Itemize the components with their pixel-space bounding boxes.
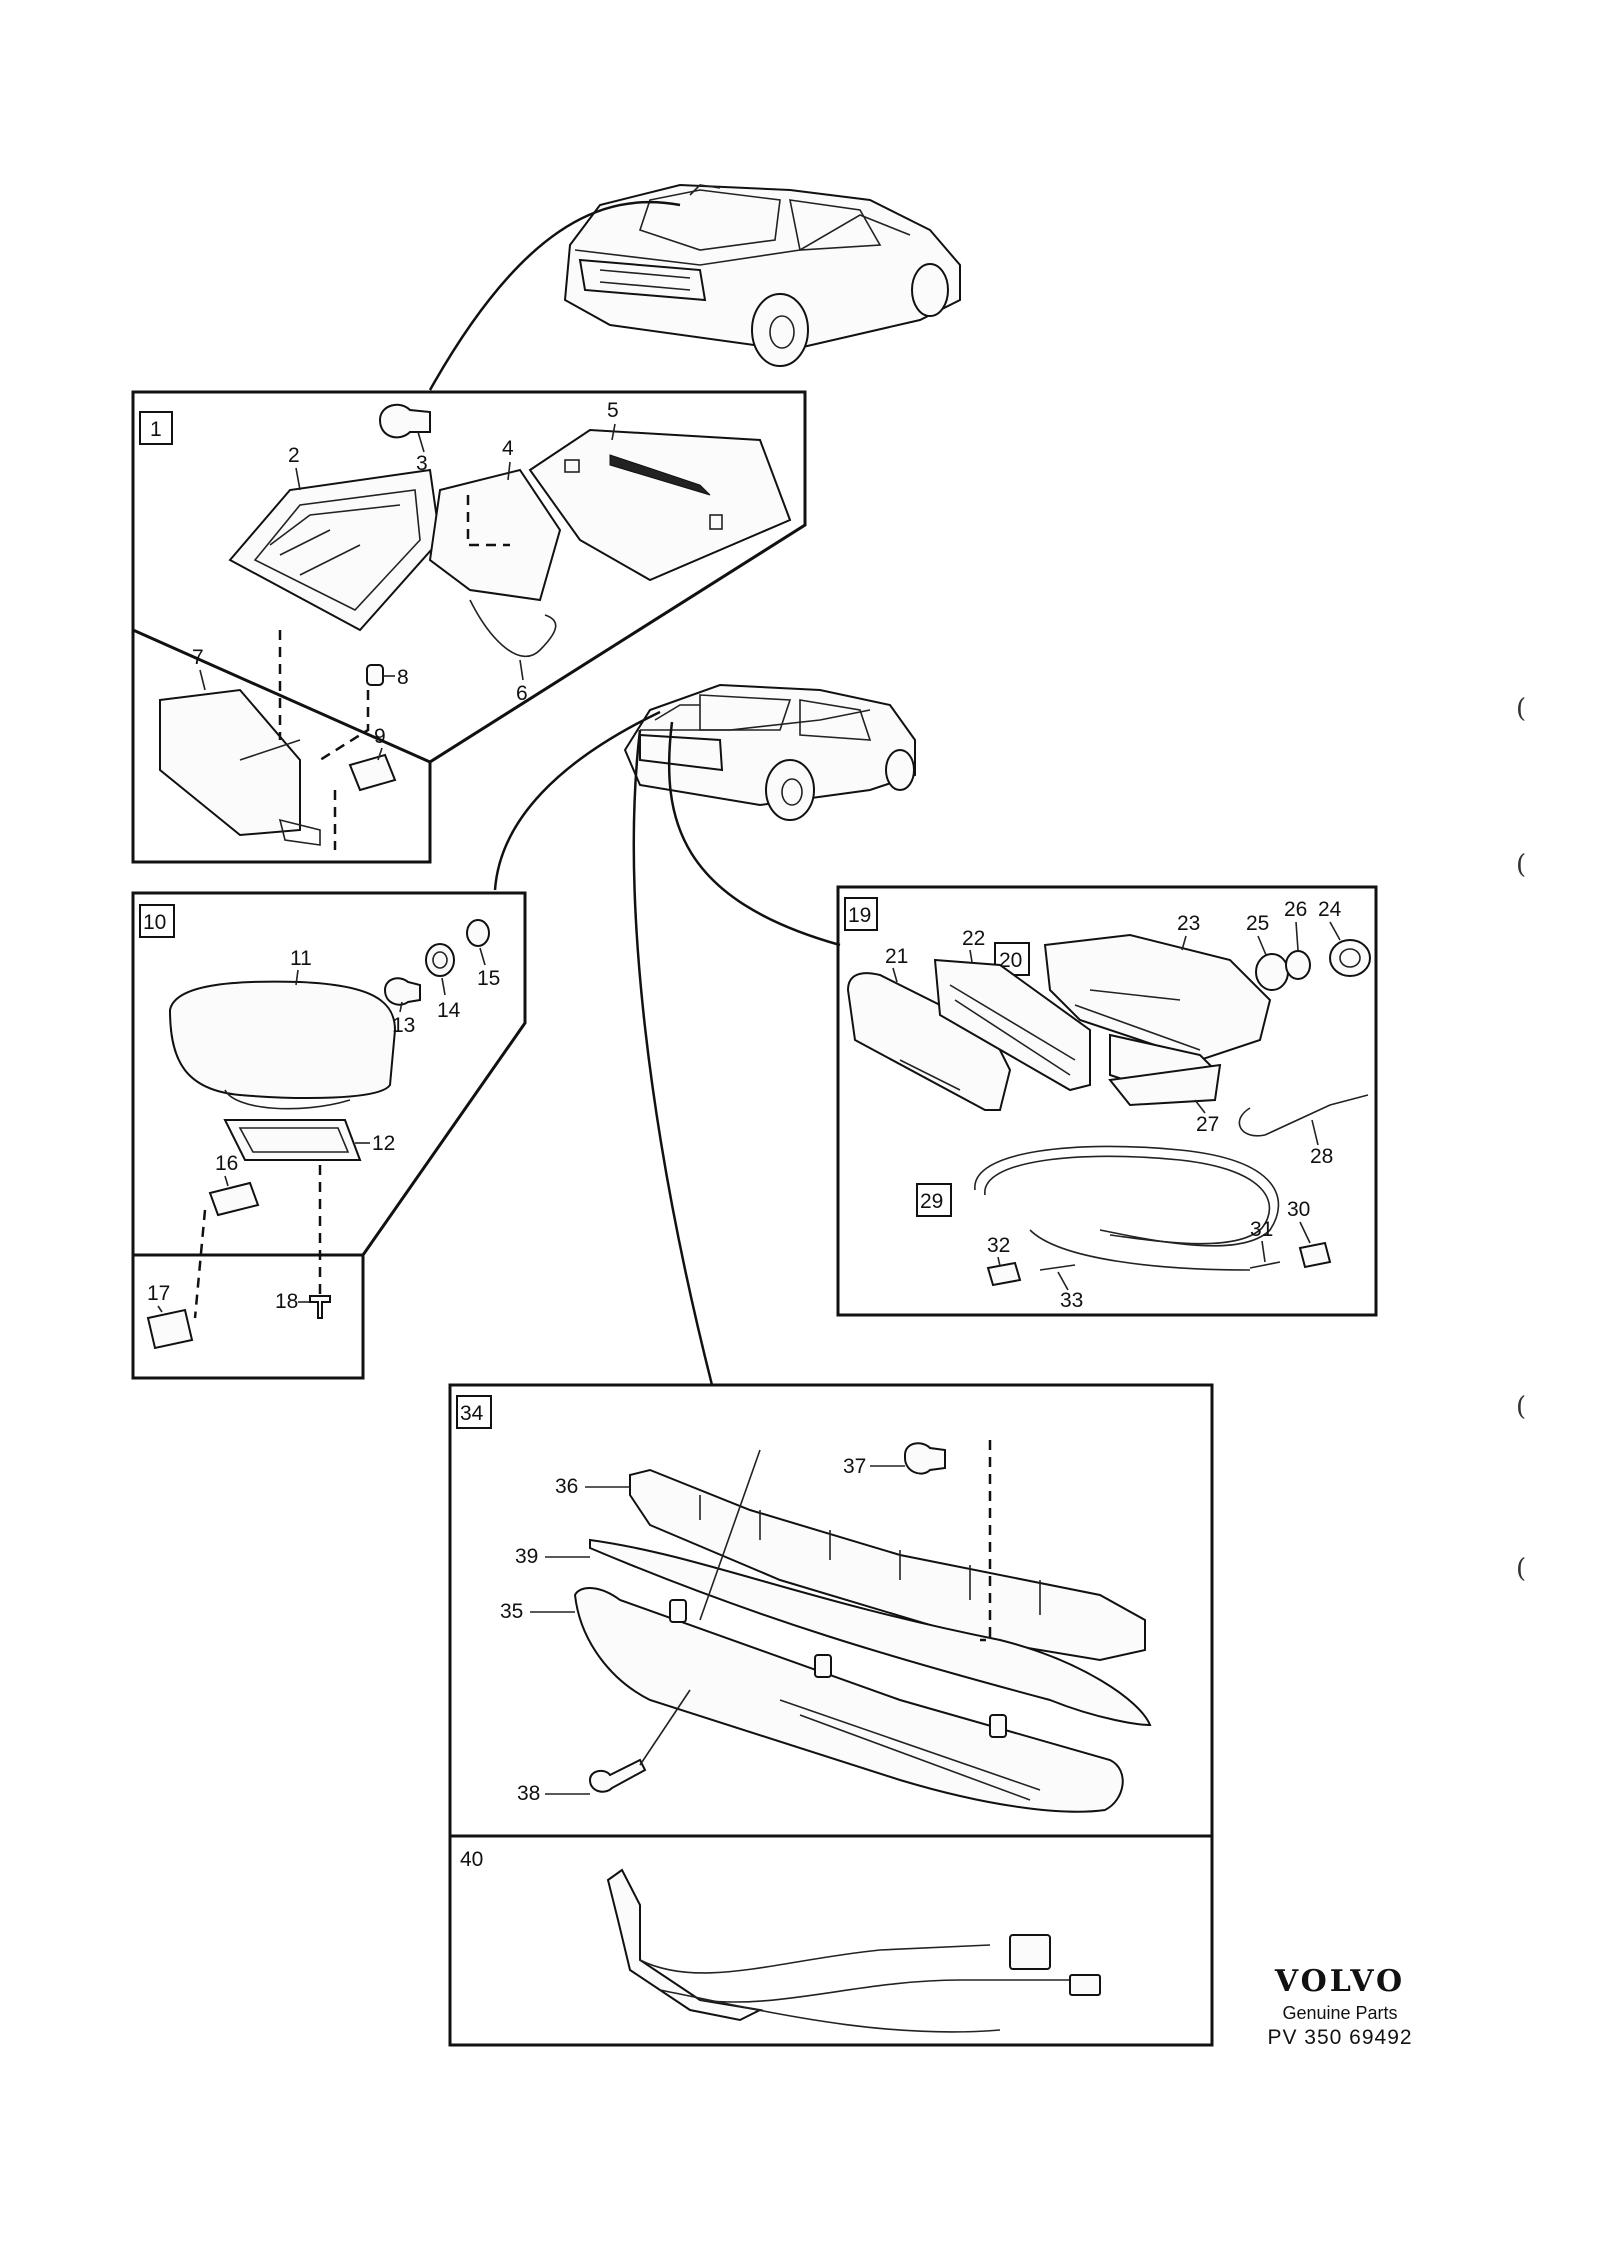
leader-line-car-to-panel-1: [428, 200, 681, 391]
callout-14: 14: [437, 999, 461, 1022]
volvo-logo: VOLVO: [1274, 1964, 1406, 1999]
callout-18: 18: [275, 1290, 298, 1313]
callout-9: 9: [374, 725, 386, 748]
callouts-panel-19: 21 22 23 24 25 26 27 28 30 31 32 33: [885, 898, 1342, 1312]
volvo-brand-block: VOLVO Genuine Parts PV 350 69492: [1250, 1964, 1430, 2050]
margin-paren: (: [1516, 1392, 1526, 1422]
callout-12: 12: [372, 1132, 395, 1155]
callout-28: 28: [1310, 1145, 1333, 1168]
callout-4: 4: [502, 437, 514, 460]
leader-line-car-to-panel-34: [632, 729, 714, 1386]
callout-22: 22: [962, 927, 985, 950]
callout-3: 3: [416, 452, 428, 475]
panel-29-id: 29: [920, 1190, 943, 1213]
callout-16: 16: [215, 1152, 238, 1175]
panel-34-id: 34: [460, 1402, 484, 1425]
callout-33: 33: [1060, 1289, 1083, 1312]
callout-26: 26: [1284, 898, 1307, 921]
margin-marks: ( ( ( (: [1516, 694, 1526, 1584]
callout-2: 2: [288, 444, 300, 467]
callout-7: 7: [192, 646, 204, 669]
car-illustration-middle: [623, 683, 916, 821]
callout-15: 15: [477, 967, 500, 990]
callout-38: 38: [517, 1782, 540, 1805]
callout-35: 35: [500, 1600, 523, 1623]
callout-31: 31: [1250, 1218, 1273, 1241]
margin-paren: (: [1516, 1554, 1526, 1584]
callouts-panel-1: 2 3 4 5 6 7 8 9: [192, 399, 619, 761]
panel-10-id: 10: [143, 911, 166, 934]
callout-30: 30: [1287, 1198, 1310, 1221]
callout-8: 8: [397, 666, 409, 689]
callouts-panel-34: 35 36 37 38 39: [500, 1455, 905, 1805]
callout-37: 37: [843, 1455, 866, 1478]
car-illustration-top: [563, 183, 961, 367]
callout-25: 25: [1246, 912, 1269, 935]
callout-24: 24: [1318, 898, 1342, 921]
leader-line-car-to-panel-19: [667, 721, 841, 947]
callout-23: 23: [1177, 912, 1200, 935]
callouts-panel-10: 11 12 13 14 15 16 17 18: [147, 947, 500, 1313]
callout-36: 36: [555, 1475, 578, 1498]
margin-paren: (: [1516, 694, 1526, 724]
brand-subtitle: Genuine Parts: [1282, 2003, 1398, 2023]
margin-paren: (: [1516, 850, 1526, 880]
panel-19-id: 19: [848, 904, 871, 927]
callout-32: 32: [987, 1234, 1010, 1257]
callout-17: 17: [147, 1282, 170, 1305]
callout-27: 27: [1196, 1113, 1219, 1136]
panel-1-id: 1: [150, 418, 162, 441]
panel-10: 10: [131, 891, 527, 1380]
panel-34: 34 40: [448, 1383, 1214, 2047]
panel-20-id: 20: [999, 949, 1022, 972]
callout-5: 5: [607, 399, 619, 422]
callout-21: 21: [885, 945, 908, 968]
callout-13: 13: [392, 1014, 415, 1037]
panel-1: 1: [131, 390, 807, 864]
panel-19: 19 20 29: [836, 885, 1378, 1317]
part-catalog-code: PV 350 69492: [1267, 2026, 1413, 2049]
panel-40-id: 40: [460, 1848, 483, 1871]
leader-line-car-to-panel-10: [493, 710, 661, 891]
callout-39: 39: [515, 1545, 538, 1568]
callout-11: 11: [290, 947, 312, 970]
callout-6: 6: [516, 682, 528, 705]
